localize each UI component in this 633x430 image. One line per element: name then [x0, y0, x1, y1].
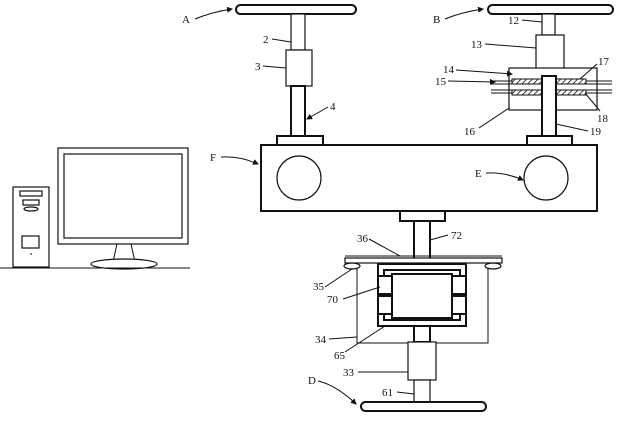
platform-35	[344, 257, 503, 264]
wheel-assembly-b	[487, 4, 614, 146]
label-a: A	[182, 14, 190, 26]
label-15: 15	[435, 76, 447, 88]
label-61: 61	[382, 387, 393, 399]
label-19: 19	[590, 126, 602, 138]
shaft-4	[290, 85, 306, 137]
label-34: 34	[315, 334, 327, 346]
label-b: B	[433, 14, 440, 26]
shaft-19	[541, 75, 557, 137]
label-16: 16	[464, 126, 476, 138]
label-18: 18	[597, 113, 609, 125]
lower-assembly	[343, 255, 503, 412]
label-d: D	[308, 375, 316, 387]
circle-left	[276, 155, 322, 201]
label-3: 3	[255, 61, 261, 73]
label-17: 17	[598, 56, 610, 68]
wheel-assembly-a	[235, 4, 357, 146]
label-70: 70	[327, 294, 339, 306]
label-65: 65	[334, 350, 346, 362]
label-13: 13	[471, 39, 483, 51]
label-2: 2	[263, 34, 269, 46]
coupling-3	[285, 49, 313, 87]
labels: A B F E D 2 3 4 12 13 14 15 16 17 18 19 …	[182, 14, 610, 399]
shaft-12	[541, 13, 556, 36]
label-e: E	[475, 168, 482, 180]
label-35: 35	[313, 281, 325, 293]
coupling-33	[407, 341, 437, 381]
label-36: 36	[357, 233, 369, 245]
monitor-screen	[63, 153, 183, 239]
circle-e	[523, 155, 569, 201]
label-33: 33	[343, 367, 355, 379]
shaft-61	[413, 379, 431, 403]
leader-lines	[194, 6, 601, 405]
main-body-f	[260, 144, 598, 265]
monitor-stand	[90, 258, 158, 270]
label-14: 14	[443, 64, 455, 76]
label-72: 72	[451, 230, 462, 242]
wheel-d	[360, 401, 487, 412]
computer-tower	[12, 186, 50, 268]
label-12: 12	[508, 15, 519, 27]
label-4: 4	[330, 101, 336, 113]
frame-34	[356, 268, 414, 344]
label-f: F	[210, 152, 216, 164]
wheel-a	[235, 4, 357, 15]
coupling-13	[535, 34, 565, 71]
computer-icon	[0, 147, 190, 270]
wheel-b	[487, 4, 614, 15]
